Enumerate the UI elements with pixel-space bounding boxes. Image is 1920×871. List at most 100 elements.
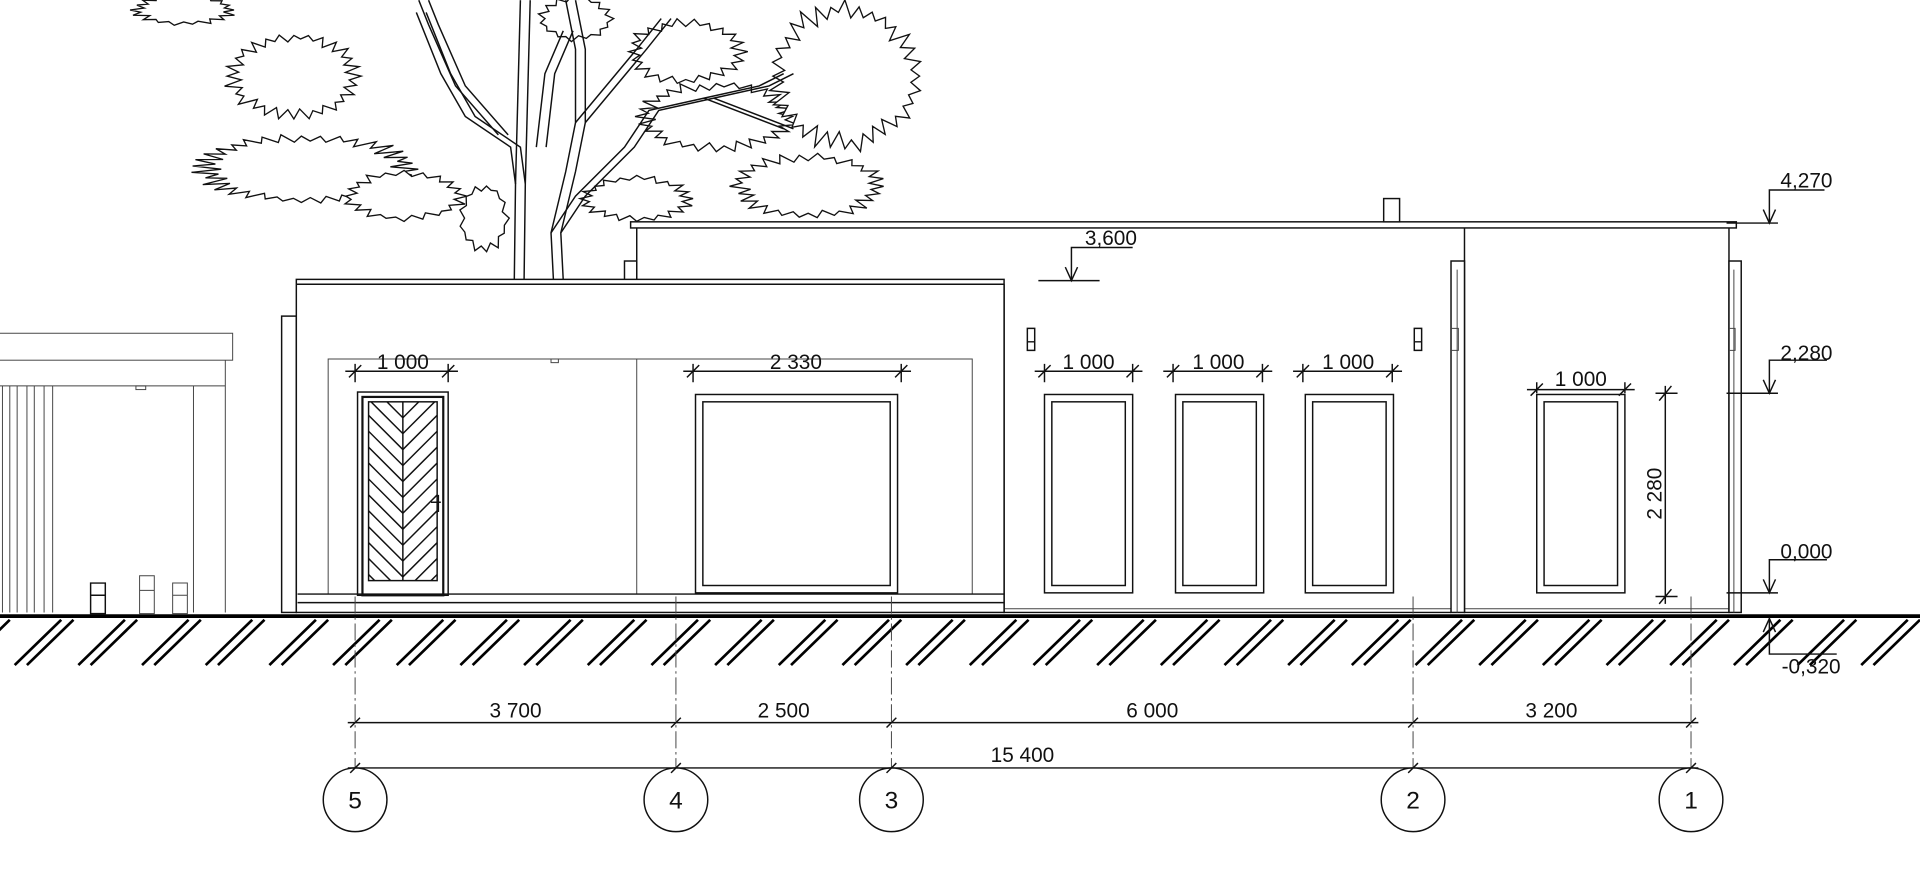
- windows: [694, 393, 1626, 594]
- window-sash: [1182, 401, 1258, 587]
- ground-hatch-line: [0, 618, 11, 632]
- bollard-light: [139, 575, 155, 615]
- dimension-tick: [1296, 364, 1310, 378]
- foliage-cluster: [634, 82, 798, 153]
- ground-hatch-line: [280, 618, 330, 667]
- span-label: 6 000: [1126, 700, 1178, 723]
- pilaster-detail: [1451, 269, 1459, 613]
- canopy-fascia: [0, 332, 234, 361]
- axis-label: 5: [348, 787, 362, 814]
- span-label: 3 200: [1525, 700, 1577, 723]
- canopy-frame: [0, 360, 226, 613]
- canopy-light: [135, 385, 147, 391]
- dimension-tick: [1530, 382, 1544, 397]
- low-block-wall: [295, 278, 1005, 614]
- tree-branch: [418, 0, 499, 136]
- window-frame: [1174, 393, 1265, 594]
- herringbone-line: [402, 510, 438, 546]
- window-sash: [1311, 401, 1387, 587]
- tree-branch: [584, 18, 672, 124]
- herringbone-line: [402, 401, 436, 435]
- herringbone-line: [368, 430, 404, 467]
- elevation-lower-roof: 3,600: [1085, 227, 1137, 250]
- ground-hatch-line: [1669, 618, 1718, 667]
- pilaster: [1450, 260, 1466, 614]
- roof-slab: [629, 221, 1738, 229]
- window-frame: [1043, 393, 1134, 594]
- side-parapet: [280, 315, 298, 614]
- ground-hatch-line: [1414, 618, 1463, 667]
- chimney: [1382, 197, 1401, 223]
- herringbone-line: [402, 478, 438, 514]
- tree-branch: [535, 30, 564, 148]
- level-leader: [1768, 559, 1827, 593]
- herringbone-line: [368, 558, 392, 581]
- window-width-label: 1 000: [1063, 351, 1115, 374]
- foliage-cluster: [224, 34, 364, 121]
- foliage-cluster: [129, 0, 235, 27]
- ground-hatch-line: [471, 618, 521, 667]
- large-window-width-label: 2 330: [770, 351, 822, 374]
- herringbone-line: [402, 430, 438, 467]
- dimension-tick: [1385, 364, 1399, 378]
- ground-hatch-line: [1159, 618, 1209, 667]
- window-frame: [1536, 393, 1626, 594]
- herringbone-line: [402, 446, 438, 482]
- ground-hatch-line: [1096, 618, 1145, 667]
- ground-hatch-line: [726, 618, 775, 667]
- ground-hatch-line: [714, 618, 763, 667]
- axis-label: 3: [885, 787, 899, 814]
- tree-branch: [574, 18, 662, 124]
- ground-hatch-line: [1044, 618, 1094, 667]
- ground-hatch-line: [1172, 618, 1221, 667]
- ground: [0, 614, 1920, 667]
- dimension-tick: [1037, 364, 1052, 378]
- opening-dimensions: [345, 363, 1635, 397]
- ground-hatch-line: [1808, 618, 1858, 667]
- ground-hatch-line: [217, 618, 266, 667]
- pilaster-detail: [1728, 269, 1736, 613]
- level-arrow: [1064, 266, 1079, 283]
- window-width-label: 1 000: [1322, 351, 1374, 374]
- high-block: [623, 197, 1742, 614]
- ground-hatch-line: [1478, 618, 1527, 667]
- axis-dimensions: [322, 596, 1724, 833]
- window-frame: [1304, 393, 1395, 594]
- herringbone-line: [402, 401, 420, 419]
- ground-hatch-line: [459, 618, 508, 667]
- ground-hatch-line: [1287, 618, 1336, 667]
- herringbone-line: [368, 478, 404, 514]
- ground-hatch-line: [1860, 618, 1909, 667]
- foliage-cluster: [729, 152, 884, 219]
- window-sash: [1543, 401, 1619, 587]
- axis-label: 1: [1684, 787, 1698, 814]
- ground-hatch-line: [204, 618, 254, 667]
- ground-hatch-line: [1299, 618, 1348, 667]
- ground-hatch-line: [332, 618, 381, 667]
- ground-hatch-line: [535, 618, 584, 667]
- ground-hatch-line: [586, 618, 636, 667]
- herringbone-line: [368, 446, 404, 482]
- ground-hatch-line: [1617, 618, 1667, 667]
- tree-branch: [425, 12, 527, 281]
- ground-hatch-line: [968, 618, 1018, 667]
- herringbone-line: [402, 494, 438, 530]
- ground-hatch-line: [1350, 618, 1400, 667]
- door-handle: [431, 494, 441, 513]
- dimension-tick: [1618, 382, 1632, 397]
- ground-hatch-line: [777, 618, 827, 667]
- ground-hatch-line: [599, 618, 648, 667]
- pilaster: [1728, 260, 1742, 614]
- ground-hatch-line: [662, 618, 712, 667]
- ground-hatch-line: [853, 618, 903, 667]
- ground-hatch-line: [141, 618, 190, 667]
- bollard-light: [172, 582, 188, 615]
- wall-light: [1026, 327, 1036, 352]
- foliage-cluster: [536, 0, 616, 43]
- ground-hatch-line: [13, 618, 63, 667]
- overall-span-label: 15 400: [991, 744, 1055, 767]
- ground-hatch-line: [1681, 618, 1730, 667]
- ground-hatch-line: [408, 618, 457, 667]
- elevation-floor: 0,000: [1780, 541, 1832, 564]
